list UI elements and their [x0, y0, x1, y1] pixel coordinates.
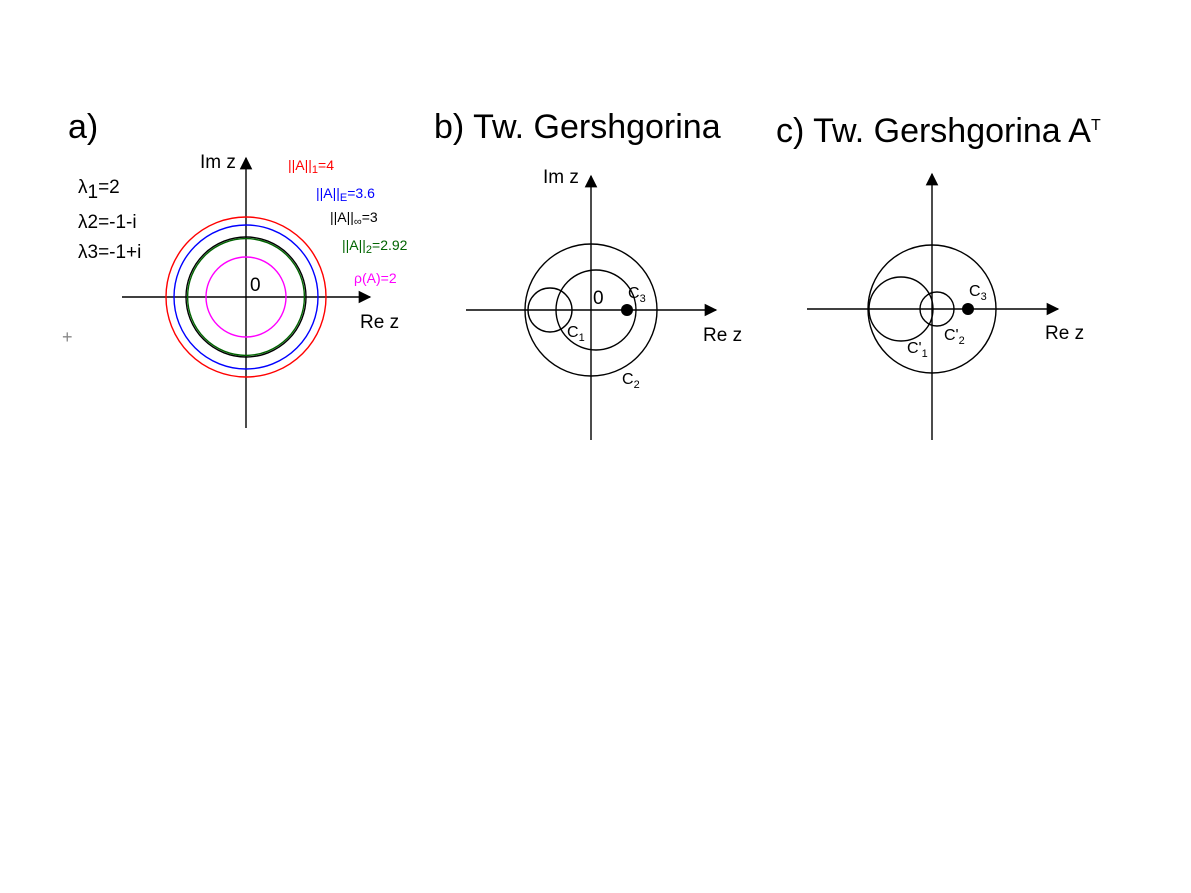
panel-a-re-label: Re z	[360, 312, 399, 333]
eigenvalue-point	[962, 303, 974, 315]
gershgorin-disc-c2-prime	[919, 291, 955, 327]
gershgorin-disc-c1	[527, 287, 573, 333]
panel-a-origin-label: 0	[250, 275, 261, 296]
label-c1-prime: C'1	[907, 340, 928, 360]
label-c2: C2	[622, 371, 640, 391]
panel-b-title: b) Tw. Gershgorina	[434, 108, 721, 146]
panel-c-re-label: Re z	[1045, 323, 1084, 344]
norm-label-1: ||A||1=4	[288, 157, 334, 176]
label-c2-prime: C'2	[944, 327, 965, 347]
label-c3: C3	[969, 283, 987, 303]
norm-circle-1	[165, 216, 327, 378]
eigenvalue-1: λ1=2	[78, 177, 120, 203]
eigenvalue-3: λ3=-1+i	[78, 242, 141, 263]
eigenvalue-point	[621, 304, 633, 316]
spectral-radius-label: ρ(A)=2	[354, 270, 397, 286]
norm-circles	[165, 216, 327, 378]
panel-a-im-label: Im z	[200, 152, 236, 173]
panel-b-origin-label: 0	[593, 288, 604, 309]
panel-a-title: a)	[68, 108, 98, 146]
norm-circle-inf	[185, 236, 307, 358]
norm-circle-2	[186, 237, 306, 357]
crosshair-marker: +	[62, 327, 73, 347]
label-c3: C3	[628, 285, 646, 305]
gershgorin-disc-c1-prime	[868, 276, 934, 342]
panel-c: c) Tw. Gershgorina AT Re z C'1 C'2 C3	[776, 112, 1101, 440]
panel-a: a) Im z Re z 0 λ1=2 λ2=-1-i λ3=-1+i ||A|…	[62, 108, 408, 428]
norm-label-2: ||A||2=2.92	[342, 237, 408, 256]
panel-c-title: c) Tw. Gershgorina AT	[776, 112, 1101, 150]
panel-b-im-label: Im z	[543, 167, 579, 188]
norm-label-e: ||A||E=3.6	[316, 185, 375, 204]
spectral-radius-circle	[205, 256, 287, 338]
gershgorin-disc-c2	[524, 243, 658, 377]
panel-b-re-label: Re z	[703, 325, 742, 346]
norm-circle-e	[173, 224, 319, 370]
gershgorin-disc-c3-transpose	[867, 244, 997, 374]
norm-label-inf: ||A||∞=3	[330, 209, 378, 228]
eigenvalue-2: λ2=-1-i	[78, 212, 137, 233]
panel-b: b) Tw. Gershgorina Im z Re z 0 C1 C2 C3	[434, 108, 742, 440]
label-c1: C1	[567, 324, 585, 344]
gershgorin-disc-c3	[555, 269, 637, 351]
